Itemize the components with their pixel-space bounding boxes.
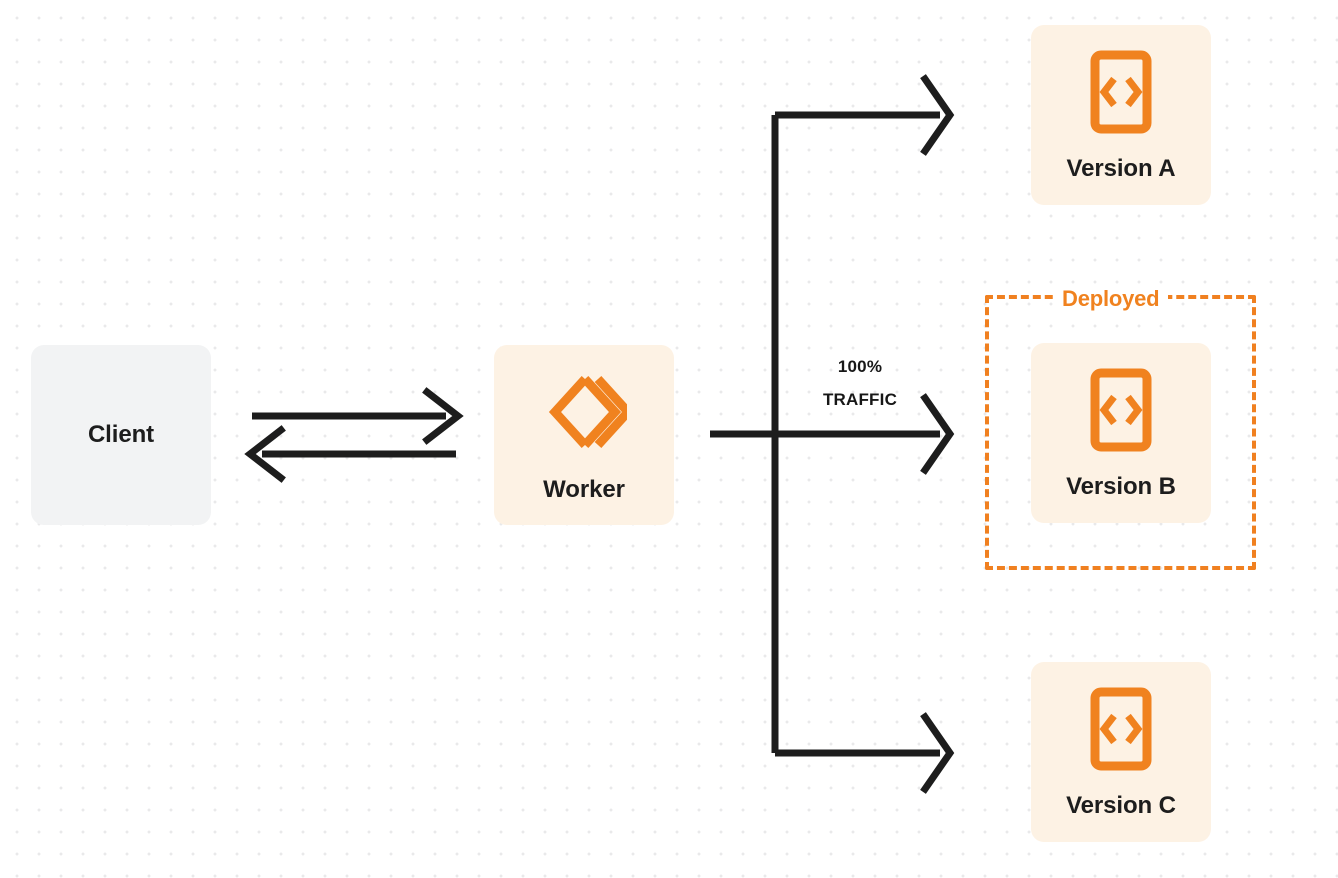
deployed-badge: Deployed xyxy=(1053,286,1169,312)
node-version-a[interactable]: Version A xyxy=(1031,25,1211,205)
arrowhead-to-worker xyxy=(422,387,464,445)
node-version-a-label: Version A xyxy=(1066,154,1176,182)
node-version-b[interactable]: Version B xyxy=(1031,343,1211,523)
cloudflare-workers-logo-icon xyxy=(541,369,635,460)
code-document-icon xyxy=(1090,50,1152,139)
traffic-label: 100% TRAFFIC xyxy=(790,350,930,416)
node-worker[interactable]: Worker xyxy=(494,345,674,525)
traffic-word: TRAFFIC xyxy=(822,390,898,409)
node-version-c-label: Version C xyxy=(1066,791,1176,819)
node-version-c[interactable]: Version C xyxy=(1031,662,1211,842)
arrowhead-version-a xyxy=(920,74,955,156)
node-version-b-label: Version B xyxy=(1066,472,1176,500)
traffic-percent: 100% xyxy=(837,357,883,376)
node-worker-label: Worker xyxy=(543,475,625,503)
arrowhead-version-c xyxy=(920,712,955,794)
node-client[interactable]: Client xyxy=(31,345,211,525)
node-client-label: Client xyxy=(87,421,155,448)
arrowhead-to-client xyxy=(244,425,286,483)
code-document-icon xyxy=(1090,687,1152,776)
code-document-icon xyxy=(1090,368,1152,457)
